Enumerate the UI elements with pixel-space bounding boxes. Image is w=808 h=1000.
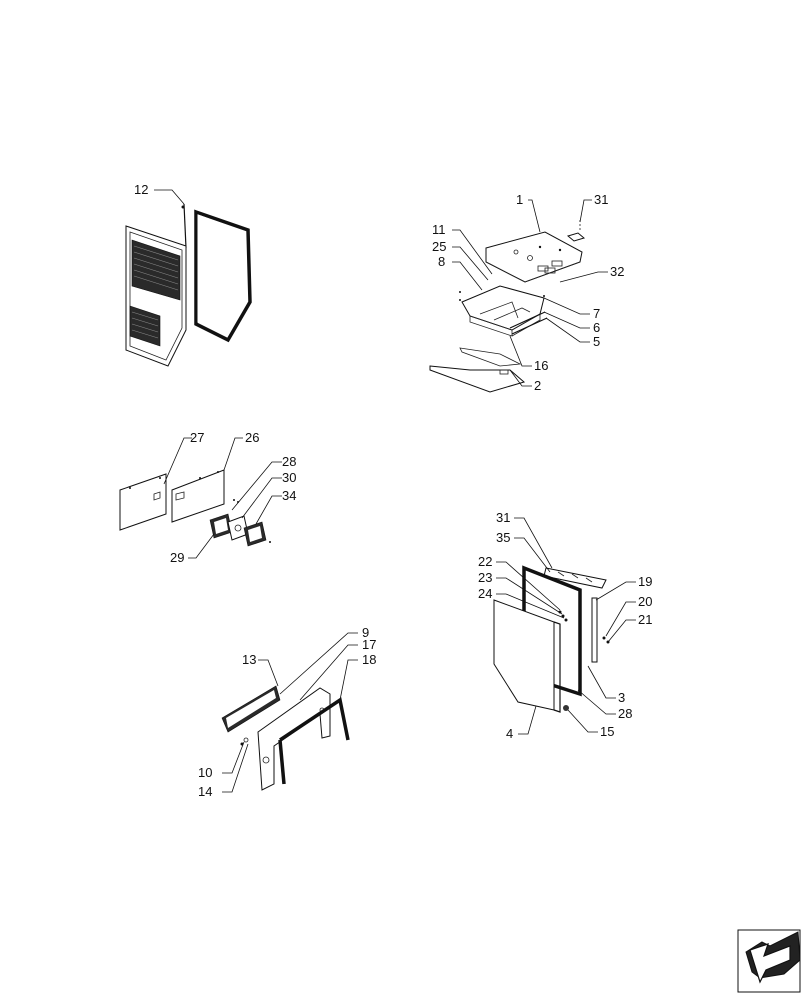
callout-17: 17 <box>362 637 376 652</box>
door-panel-assembly <box>493 565 610 713</box>
callout-30: 30 <box>282 470 296 485</box>
callout-28-door: 28 <box>618 706 632 721</box>
callout-14: 14 <box>198 784 212 799</box>
callout-15: 15 <box>600 724 614 739</box>
callout-26: 26 <box>245 430 259 445</box>
leader-lines <box>154 189 636 793</box>
cover-plate-assembly <box>119 469 271 547</box>
callout-20: 20 <box>638 594 652 609</box>
callout-22: 22 <box>478 554 492 569</box>
next-page-arrow-icon[interactable] <box>737 929 801 993</box>
callout-34: 34 <box>282 488 296 503</box>
callout-5: 5 <box>593 334 600 349</box>
callout-6: 6 <box>593 320 600 335</box>
callout-18: 18 <box>362 652 376 667</box>
callout-labels: 12 1 31 11 25 8 32 7 6 5 16 2 27 26 28 3… <box>134 182 652 799</box>
callout-10: 10 <box>198 765 212 780</box>
callout-25: 25 <box>432 239 446 254</box>
callout-31-top: 31 <box>594 192 608 207</box>
callout-35: 35 <box>496 530 510 545</box>
callout-32: 32 <box>610 264 624 279</box>
callout-24: 24 <box>478 586 492 601</box>
callout-4: 4 <box>506 726 513 741</box>
callout-13: 13 <box>242 652 256 667</box>
callout-23: 23 <box>478 570 492 585</box>
callout-7: 7 <box>593 306 600 321</box>
floor-plate-assembly <box>429 220 586 393</box>
callout-19: 19 <box>638 574 652 589</box>
window-assembly <box>221 685 350 791</box>
callout-1: 1 <box>516 192 523 207</box>
callout-8: 8 <box>438 254 445 269</box>
callout-27: 27 <box>190 430 204 445</box>
callout-9: 9 <box>362 625 369 640</box>
callout-2: 2 <box>534 378 541 393</box>
callout-11: 11 <box>432 222 446 237</box>
callout-3: 3 <box>618 690 625 705</box>
callout-28-mid: 28 <box>282 454 296 469</box>
callout-21: 21 <box>638 612 652 627</box>
callout-31-door: 31 <box>496 510 510 525</box>
callout-29: 29 <box>170 550 184 565</box>
callout-16: 16 <box>534 358 548 373</box>
grille-panel-assembly <box>125 203 252 367</box>
callout-12: 12 <box>134 182 148 197</box>
